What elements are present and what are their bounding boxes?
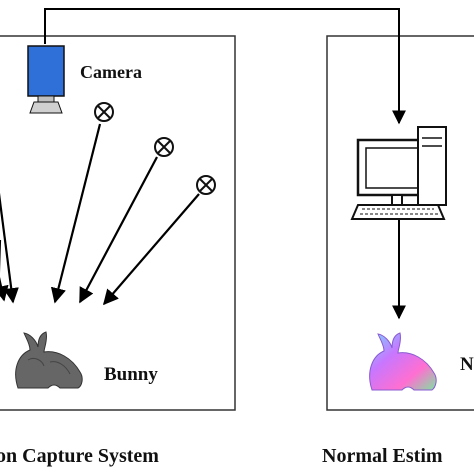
bunny-label: Bunny — [104, 364, 158, 385]
normal-estimation-caption: Normal Estim — [322, 445, 443, 467]
bunny-image — [15, 331, 83, 389]
normal-map-bunny-image — [369, 332, 437, 391]
light-source-icon — [196, 175, 216, 195]
right-partial-label: N — [460, 354, 474, 375]
computer-icon — [350, 126, 447, 220]
capture-system-box — [0, 35, 236, 411]
capture-system-caption: on Capture System — [0, 445, 159, 467]
camera-label: Camera — [80, 62, 142, 82]
camera-icon — [27, 45, 65, 114]
camera-to-computer-line — [44, 8, 406, 125]
light-source-icon — [94, 102, 114, 122]
normal-estimation-box — [326, 35, 474, 411]
light-rays — [0, 123, 200, 306]
light-source-icon — [154, 137, 174, 157]
